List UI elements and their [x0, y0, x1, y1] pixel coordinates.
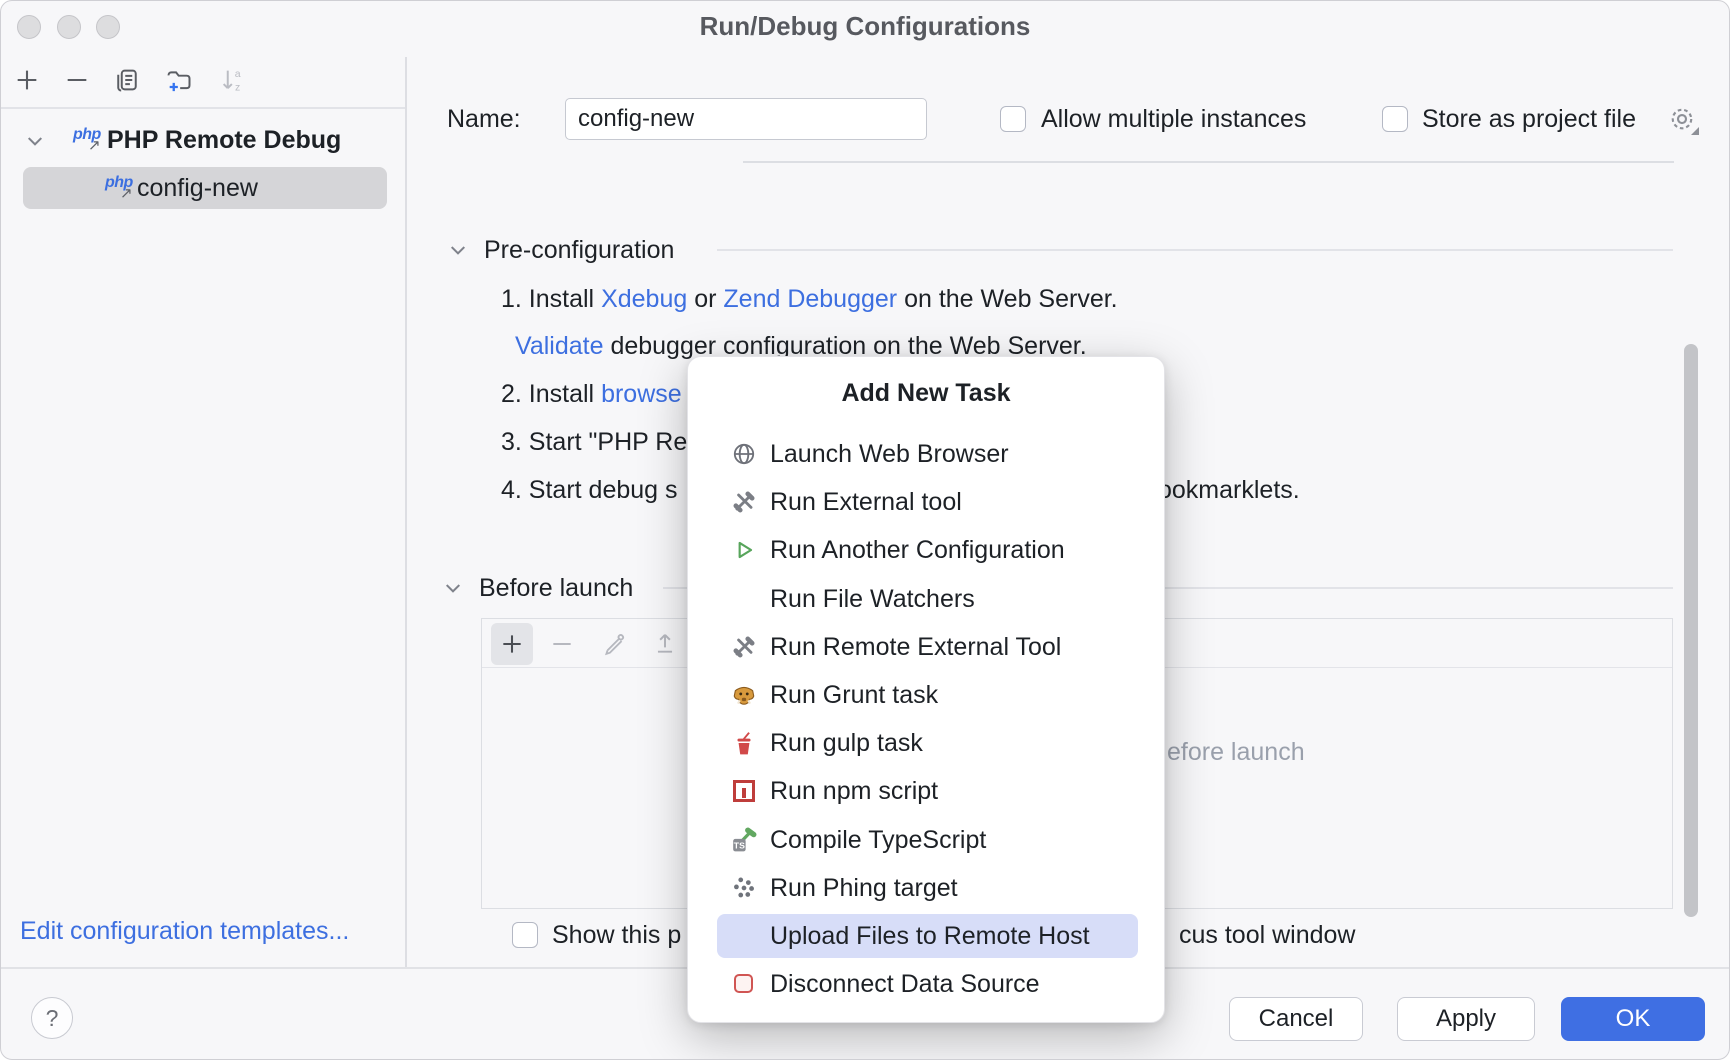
menu-item-run-gulp-task[interactable]: Run gulp task: [717, 721, 1138, 765]
preconfig-collapse-chevron[interactable]: [450, 243, 466, 261]
preconfig-step-4: 4. Start debug s: [501, 474, 678, 506]
tools-icon: [731, 634, 757, 660]
menu-item-run-npm-script[interactable]: Run npm script: [717, 769, 1138, 813]
page-title: Run/Debug Configurations: [1, 10, 1729, 42]
preconfig-title-rule: [717, 249, 1673, 251]
focus-tool-window-label-fragment: cus tool window: [1179, 919, 1355, 951]
menu-item-run-file-watchers[interactable]: Run File Watchers: [717, 577, 1138, 621]
grunt-boar-icon: [731, 682, 757, 708]
show-this-page-label-fragment: Show this p: [552, 919, 681, 951]
move-task-up-button[interactable]: [652, 630, 678, 661]
copy-icon: [113, 66, 141, 94]
popup-title: Add New Task: [688, 378, 1164, 408]
sort-alphabetically-icon: a z: [219, 66, 247, 94]
menu-item-run-external-tool[interactable]: Run External tool: [717, 480, 1138, 524]
chevron-down-icon: [450, 245, 466, 256]
sidebar-toolbar-divider: [1, 107, 405, 109]
up-arrow-icon: [652, 630, 678, 656]
store-options-button[interactable]: [1667, 104, 1697, 134]
add-new-task-popup: Add New Task Launch Web Browser Run Exte…: [687, 356, 1165, 1023]
allow-multiple-instances-checkbox[interactable]: [1000, 106, 1026, 132]
cancel-button[interactable]: Cancel: [1229, 997, 1363, 1041]
preconfig-section-title: Pre-configuration: [484, 234, 674, 266]
add-task-plus[interactable]: [499, 631, 525, 662]
vertical-scrollbar-thumb[interactable]: [1684, 344, 1698, 917]
help-button[interactable]: ?: [31, 997, 73, 1039]
menu-item-run-phing-target[interactable]: Run Phing target: [717, 866, 1138, 910]
new-folder-button[interactable]: [165, 66, 193, 94]
data-source-icon: [731, 971, 757, 997]
browser-extension-link[interactable]: browse: [601, 380, 682, 408]
preconfig-step-3: 3. Start "PHP Re: [501, 426, 687, 458]
svg-text:a: a: [235, 68, 241, 80]
dropdown-triangle-icon: [1691, 127, 1699, 135]
pencil-icon: [601, 630, 627, 656]
before-launch-placeholder-fragment: efore launch: [1167, 736, 1305, 768]
add-configuration-button[interactable]: [13, 66, 41, 94]
before-launch-section-title: Before launch: [479, 572, 633, 604]
name-input[interactable]: [565, 98, 927, 140]
xdebug-link[interactable]: Xdebug: [601, 285, 687, 313]
tools-icon: [731, 489, 757, 515]
minus-icon: [549, 631, 575, 657]
no-icon-spacer: [731, 586, 757, 612]
menu-item-upload-files-to-remote-host[interactable]: Upload Files to Remote Host: [717, 914, 1138, 958]
svg-text:z: z: [235, 82, 240, 94]
store-as-project-file-label: Store as project file: [1422, 103, 1636, 135]
ok-button[interactable]: OK: [1561, 997, 1705, 1041]
phing-dots-icon: [731, 875, 757, 901]
menu-item-run-another-configuration[interactable]: Run Another Configuration: [717, 528, 1138, 572]
before-launch-collapse-chevron[interactable]: [445, 581, 461, 599]
php-config-icon: php↗: [105, 173, 135, 203]
question-mark-icon: ?: [46, 1005, 59, 1031]
npm-icon: [731, 778, 757, 804]
edit-configuration-templates-link[interactable]: Edit configuration templates...: [20, 915, 349, 947]
gulp-cup-icon: [731, 730, 757, 756]
preconfig-step-4-fragment: ookmarklets.: [1158, 474, 1300, 506]
zend-debugger-link[interactable]: Zend Debugger: [723, 285, 897, 313]
chevron-down-icon: [27, 136, 43, 147]
plus-icon: [499, 631, 525, 657]
menu-item-run-remote-external-tool[interactable]: Run Remote External Tool: [717, 625, 1138, 669]
run-icon: [731, 537, 757, 563]
store-as-project-file-checkbox[interactable]: [1382, 106, 1408, 132]
chevron-down-icon: [445, 583, 461, 594]
show-this-page-checkbox[interactable]: [512, 922, 538, 948]
edit-task-button[interactable]: [601, 630, 627, 661]
allow-multiple-instances-label: Allow multiple instances: [1041, 103, 1306, 135]
menu-item-run-grunt-task[interactable]: Run Grunt task: [717, 673, 1138, 717]
validate-link[interactable]: Validate: [515, 332, 604, 360]
remove-configuration-button[interactable]: [63, 66, 91, 94]
menu-item-compile-typescript[interactable]: TS Compile TypeScript: [717, 818, 1138, 862]
apply-button[interactable]: Apply: [1397, 997, 1535, 1041]
preconfig-step-2: 2. Install browse: [501, 378, 682, 410]
sidebar-item-config-new-label: config-new: [137, 172, 258, 204]
menu-item-launch-web-browser[interactable]: Launch Web Browser: [717, 432, 1138, 476]
copy-configuration-button[interactable]: [113, 66, 141, 94]
name-label: Name:: [447, 103, 521, 135]
minus-icon: [63, 66, 91, 94]
tree-expand-chevron[interactable]: [27, 134, 43, 152]
svg-text:TS: TS: [734, 841, 745, 851]
php-remote-debug-icon: php↗: [73, 125, 103, 155]
globe-icon: [731, 441, 757, 467]
new-folder-icon: [165, 66, 193, 94]
panel-divider: [405, 57, 407, 967]
preconfig-step-1: 1. Install Xdebug or Zend Debugger on th…: [501, 283, 1118, 315]
sort-configurations-button[interactable]: a z: [219, 66, 247, 94]
typescript-compile-icon: TS: [731, 827, 757, 853]
plus-icon: [13, 66, 41, 94]
remove-task-button[interactable]: [549, 631, 575, 662]
no-icon-spacer: [731, 923, 757, 949]
menu-item-disconnect-data-source[interactable]: Disconnect Data Source: [717, 962, 1138, 1006]
sidebar-item-php-remote-debug[interactable]: PHP Remote Debug: [107, 124, 341, 156]
name-row-divider: [743, 161, 1674, 163]
